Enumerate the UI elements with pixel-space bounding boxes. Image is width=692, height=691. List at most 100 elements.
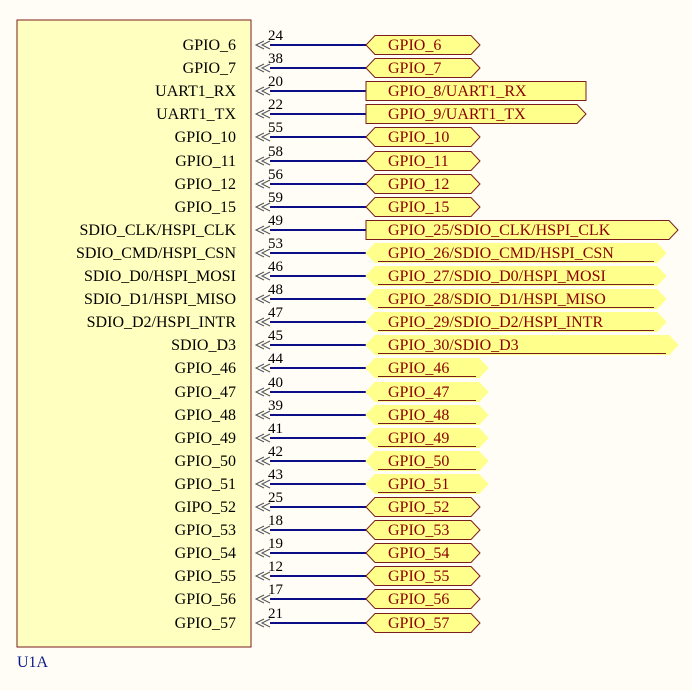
pin-name: GPIO_47	[175, 384, 236, 401]
pin-number: 25	[268, 490, 283, 506]
pin-name: SDIO_D0/HSPI_MOSI	[84, 268, 236, 285]
pin-name: GPIO_12	[175, 176, 236, 193]
pin-name: GPIO_55	[175, 568, 236, 585]
net-flag[interactable]	[365, 127, 481, 147]
pin-direction-icon	[254, 248, 271, 258]
pin-name: GPIO_57	[175, 615, 236, 632]
pin-name: GPIO_53	[175, 522, 236, 539]
pin-direction-icon	[254, 363, 271, 373]
pin-name: GPIO_15	[175, 199, 236, 216]
net-label: GPIO_52	[388, 499, 449, 516]
pin-number: 55	[268, 120, 283, 136]
net-label: GPIO_54	[388, 545, 449, 562]
pin-number: 58	[268, 144, 283, 160]
net-label: GPIO_11	[388, 153, 449, 170]
pin-direction-icon	[254, 502, 271, 512]
net-flag[interactable]	[365, 474, 489, 494]
pin-number: 48	[268, 282, 283, 298]
net-flag[interactable]	[365, 358, 489, 378]
pin-row: SDIO_CLK/HSPI_CLK49GPIO_25/SDIO_CLK/HSPI…	[80, 213, 679, 240]
net-label: GPIO_49	[388, 430, 449, 447]
net-flag[interactable]	[365, 613, 481, 633]
net-flag[interactable]	[365, 151, 481, 171]
net-label: GPIO_47	[388, 384, 449, 401]
pin-number: 44	[268, 351, 284, 367]
net-flag[interactable]	[365, 451, 489, 471]
net-flag[interactable]	[365, 243, 667, 263]
pin-direction-icon	[254, 86, 271, 96]
net-label: GPIO_9/UART1_TX	[388, 106, 526, 123]
pin-name: GPIO_48	[175, 407, 236, 424]
net-flag[interactable]	[365, 335, 679, 355]
net-flag[interactable]	[365, 289, 667, 309]
pin-name: GPIO_51	[175, 476, 236, 493]
pin-number: 59	[268, 190, 283, 206]
net-label: GPIO_6	[388, 37, 441, 54]
net-label: GPIO_12	[388, 176, 449, 193]
pin-direction-icon	[254, 63, 271, 73]
net-flag[interactable]	[365, 35, 481, 55]
pin-name: GPIO_7	[183, 60, 236, 77]
net-flag[interactable]	[365, 520, 481, 540]
pin-name: GPIO_54	[175, 545, 236, 562]
net-flag[interactable]	[365, 220, 679, 240]
pin-row: SDIO_CMD/HSPI_CSN53GPIO_26/SDIO_CMD/HSPI…	[76, 236, 667, 263]
pin-number: 49	[268, 213, 283, 229]
net-flag[interactable]	[365, 174, 481, 194]
pin-number: 53	[268, 236, 283, 252]
net-flag[interactable]	[365, 197, 481, 217]
pin-name: SDIO_CMD/HSPI_CSN	[76, 245, 236, 262]
net-flag[interactable]	[365, 566, 481, 586]
pin-direction-icon	[254, 271, 271, 281]
pin-row: SDIO_D1/HSPI_MISO48GPIO_28/SDIO_D1/HSPI_…	[84, 282, 667, 309]
pin-number: 18	[268, 513, 283, 529]
pin-direction-icon	[254, 109, 271, 119]
net-label: GPIO_10	[388, 129, 449, 146]
net-label: GPIO_48	[388, 407, 449, 424]
pin-name: GPIO_10	[175, 129, 236, 146]
component-body[interactable]	[16, 19, 252, 648]
pin-number: 12	[268, 559, 283, 575]
net-flag[interactable]	[365, 104, 587, 124]
pin-number: 22	[268, 97, 283, 113]
pin-direction-icon	[254, 479, 271, 489]
net-flag[interactable]	[365, 58, 481, 78]
net-label: GPIO_55	[388, 568, 449, 585]
pin-direction-icon	[254, 594, 271, 604]
net-flag[interactable]	[365, 497, 481, 517]
net-flag[interactable]	[365, 266, 667, 286]
pin-number: 39	[268, 398, 283, 414]
net-label: GPIO_29/SDIO_D2/HSPI_INTR	[388, 314, 603, 331]
net-flag[interactable]	[365, 382, 489, 402]
pin-name: GPIO_49	[175, 430, 236, 447]
net-flag[interactable]	[365, 589, 481, 609]
net-flag[interactable]	[365, 405, 489, 425]
pin-direction-icon	[254, 132, 271, 142]
pin-direction-icon	[254, 548, 271, 558]
net-flag[interactable]	[365, 428, 489, 448]
pin-number: 47	[268, 305, 284, 321]
net-label: GPIO_53	[388, 522, 449, 539]
pins-layer: GPIO_6 24GPIO_6GPIO_738GPIO_7UART1_RX20GP…	[76, 28, 679, 633]
pin-name: UART1_TX	[156, 106, 236, 123]
pin-name: GPIO_6	[183, 37, 236, 54]
net-flag[interactable]	[365, 312, 667, 332]
net-flag[interactable]	[365, 81, 587, 101]
pin-number: 24	[268, 28, 284, 44]
pin-direction-icon	[254, 317, 271, 327]
net-label: GPIO_7	[388, 60, 441, 77]
pin-direction-icon	[254, 525, 271, 535]
net-flag[interactable]	[365, 543, 481, 563]
